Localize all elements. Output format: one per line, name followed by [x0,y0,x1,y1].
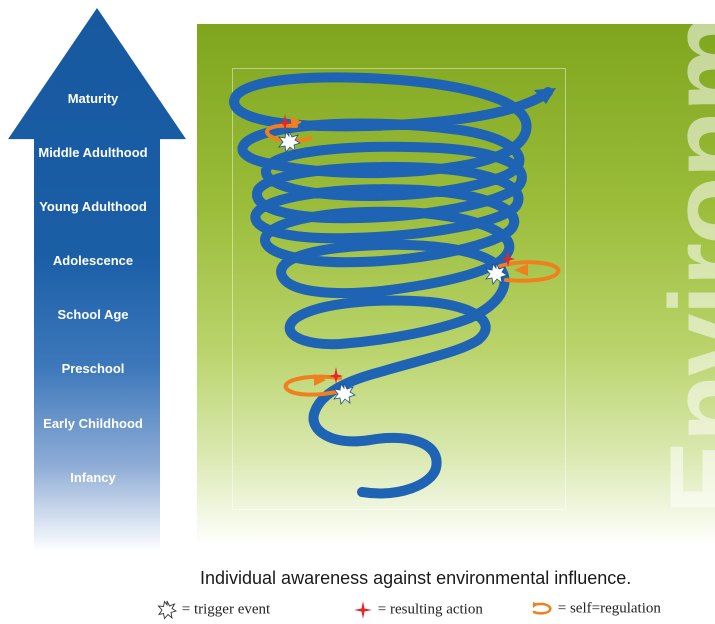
spiral-coil [229,72,553,499]
development-arrow [8,8,186,552]
red-cross-icon [354,601,372,619]
stage-adolescence: Adolescence [52,253,134,268]
star-outline-icon [157,600,178,620]
stage-maturity: Maturity [67,91,119,106]
legend-trigger-event: = trigger event [156,600,270,620]
stage-young-adulthood: Young Adulthood [39,199,147,214]
self-regulation-arrow-low [314,374,326,386]
diagram-frame [232,68,566,510]
self-regulation-loop-mid [498,260,561,283]
caption-text: Individual awareness against environment… [200,568,632,588]
legend-self-regulation: = self=regulation [530,600,661,618]
stage-infancy: Infancy [70,470,116,485]
legend-trigger-text: = trigger event [181,601,271,618]
legend-resulting-text: = resulting action [377,601,483,618]
stage-early-childhood: Early Childhood [43,416,143,431]
legend-resulting-action: = resulting action [352,600,483,620]
self-regulation-arrow-mid [514,264,528,276]
self-regulation-arrow-top [290,116,302,128]
self-regulation-loop-top [265,123,312,143]
stage-middle-adulthood: Middle Adulthood [38,145,148,160]
orange-loop-icon [532,602,552,615]
spiral-arrowhead [534,88,556,104]
legend-self-regulation-text: = self=regulation [557,600,661,617]
stage-school-age: School Age [57,307,129,322]
arrow-shape [8,8,186,552]
stage-preschool: Preschool [61,361,125,376]
